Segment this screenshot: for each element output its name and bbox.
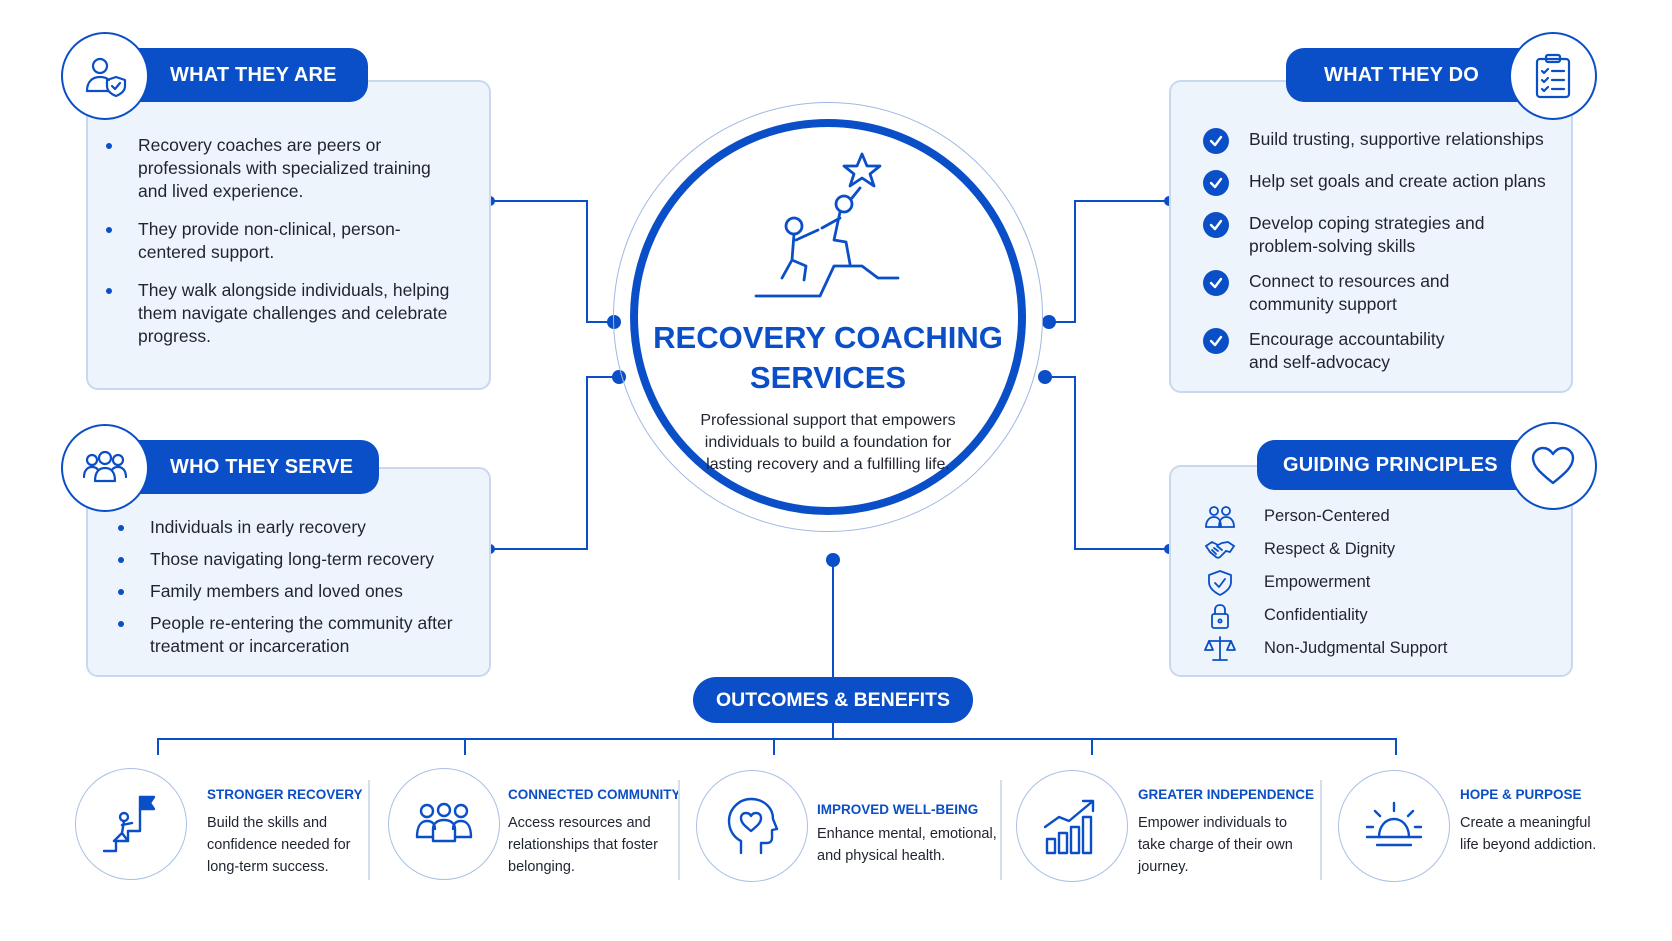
divider <box>368 780 370 880</box>
check-icon <box>1203 270 1229 296</box>
heart-icon <box>1531 446 1575 485</box>
list-item-label: Connect to resources and community suppo… <box>1249 271 1450 314</box>
list-item-label: Confidentiality <box>1264 606 1368 624</box>
list-item: They walk alongside individuals, helping… <box>104 279 464 348</box>
list-item: Person-Centered <box>1204 505 1544 538</box>
list-item-label: Respect & Dignity <box>1264 540 1396 558</box>
group-icon <box>82 450 128 483</box>
list-item: Those navigating long-term recovery <box>116 548 476 571</box>
what-they-are-panel <box>86 80 491 390</box>
list-item-label: Develop coping strategies and problem-so… <box>1249 213 1485 256</box>
check-icon <box>1203 128 1229 154</box>
outcome-circle-stronger-recovery <box>75 768 187 880</box>
person-shield-icon <box>85 57 127 98</box>
center-title: RECOVERY COACHING SERVICES <box>630 318 1026 398</box>
center-disc <box>630 119 1026 515</box>
who-they-serve-title: WHO THEY SERVE <box>170 455 354 478</box>
list-item-label: Encourage accountability and self-advoca… <box>1249 329 1445 372</box>
outcome-title: GREATER INDEPENDENCE <box>1138 787 1315 802</box>
list-item: Non-Judgmental Support <box>1204 636 1544 670</box>
check-icon <box>1203 170 1229 196</box>
list-item: Recovery coaches are peers or profession… <box>104 134 464 203</box>
outcome-description: Build the skills and confidence needed f… <box>207 815 351 875</box>
list-item: Confidentiality <box>1204 604 1544 637</box>
outcome-title: STRONGER RECOVERY <box>207 787 363 802</box>
head-heart-icon <box>727 797 779 855</box>
center-title-line2: SERVICES <box>749 360 907 395</box>
clipboard-checklist-icon <box>1535 53 1571 99</box>
shield-check-icon <box>1208 570 1232 596</box>
list-item: Encourage accountability and self-advoca… <box>1203 328 1463 374</box>
outcome-description: Enhance mental, emotional, and physical … <box>817 826 997 864</box>
list-item: Respect & Dignity <box>1204 538 1544 571</box>
outcome-circle-greater-independence <box>1016 770 1128 882</box>
who-they-serve-panel <box>86 467 491 677</box>
list-item: Develop coping strategies and problem-so… <box>1203 212 1503 258</box>
outcomes-pill: OUTCOMES & BENEFITS <box>693 677 973 723</box>
list-item: Empowerment <box>1204 570 1544 604</box>
list-item: Family members and loved ones <box>116 580 476 603</box>
growth-chart-icon <box>1043 799 1095 855</box>
outcome-circle-improved-well-being <box>696 770 808 882</box>
outcome-description: Access resources and relationships that … <box>508 815 658 875</box>
lock-icon <box>1211 604 1229 629</box>
list-item: People re-entering the community after t… <box>116 612 476 658</box>
what-they-are-title: WHAT THEY ARE <box>170 63 337 86</box>
what-they-do-icon-circle <box>1509 32 1597 120</box>
list-item-label: Non-Judgmental Support <box>1264 639 1448 657</box>
center-description: Professional support that empowers indiv… <box>700 412 956 473</box>
climbing-figures-star-icon <box>754 152 900 298</box>
scales-icon <box>1204 636 1236 661</box>
sunrise-icon <box>1365 801 1423 847</box>
divider <box>678 780 680 880</box>
who-they-serve-icon-circle <box>61 424 149 512</box>
guiding-principles-title: GUIDING PRINCIPLES <box>1283 453 1498 476</box>
divider <box>1320 780 1322 880</box>
list-item: Connect to resources and community suppo… <box>1203 270 1473 316</box>
list-item-label: Help set goals and create action plans <box>1249 171 1546 191</box>
outcome-title: HOPE & PURPOSE <box>1460 787 1582 802</box>
what-they-do-list: Build trusting, supportive relationships… <box>1203 128 1563 374</box>
list-item-label: Build trusting, supportive relationships <box>1249 129 1544 149</box>
list-item: Individuals in early recovery <box>116 516 476 539</box>
guiding-principles-list: Person-Centered Respect & Dignity Empowe… <box>1204 505 1544 670</box>
outcome-title: IMPROVED WELL-BEING <box>817 802 979 817</box>
what-they-are-pill: WHAT THEY ARE <box>120 48 368 102</box>
outcomes-title: OUTCOMES & BENEFITS <box>715 688 950 711</box>
list-item-label: Person-Centered <box>1264 507 1390 525</box>
people-icon <box>1205 506 1235 528</box>
outcome-description: Create a meaningful life beyond addictio… <box>1460 815 1597 853</box>
check-icon <box>1203 212 1229 238</box>
what-they-do-title: WHAT THEY DO <box>1324 63 1479 86</box>
center-outer-ring <box>613 102 1043 532</box>
stairs-flag-icon <box>102 795 156 853</box>
list-item: Build trusting, supportive relationships <box>1203 128 1563 154</box>
check-icon <box>1203 328 1229 354</box>
guiding-principles-panel <box>1169 465 1573 677</box>
guiding-principles-icon-circle <box>1509 422 1597 510</box>
guiding-principles-pill: GUIDING PRINCIPLES <box>1257 440 1557 490</box>
who-they-serve-pill: WHO THEY SERVE <box>120 440 379 494</box>
outcome-circle-hope-purpose <box>1338 770 1450 882</box>
outcome-circle-connected-community <box>388 768 500 880</box>
list-item-label: Empowerment <box>1264 573 1371 591</box>
divider <box>1000 780 1002 880</box>
list-item: They provide non-clinical, person-center… <box>104 218 464 264</box>
what-they-are-list: Recovery coaches are peers or profession… <box>104 134 464 348</box>
who-they-serve-list: Individuals in early recovery Those navi… <box>116 516 476 658</box>
center-title-line1: RECOVERY COACHING <box>653 320 1003 355</box>
what-they-are-icon-circle <box>61 32 149 120</box>
what-they-do-panel <box>1169 80 1573 393</box>
community-icon <box>415 802 473 843</box>
list-item: Help set goals and create action plans <box>1203 170 1563 196</box>
outcome-title: CONNECTED COMMUNITY <box>508 787 681 802</box>
outcome-description: Empower individuals to take charge of th… <box>1138 815 1293 875</box>
handshake-icon <box>1205 541 1235 559</box>
